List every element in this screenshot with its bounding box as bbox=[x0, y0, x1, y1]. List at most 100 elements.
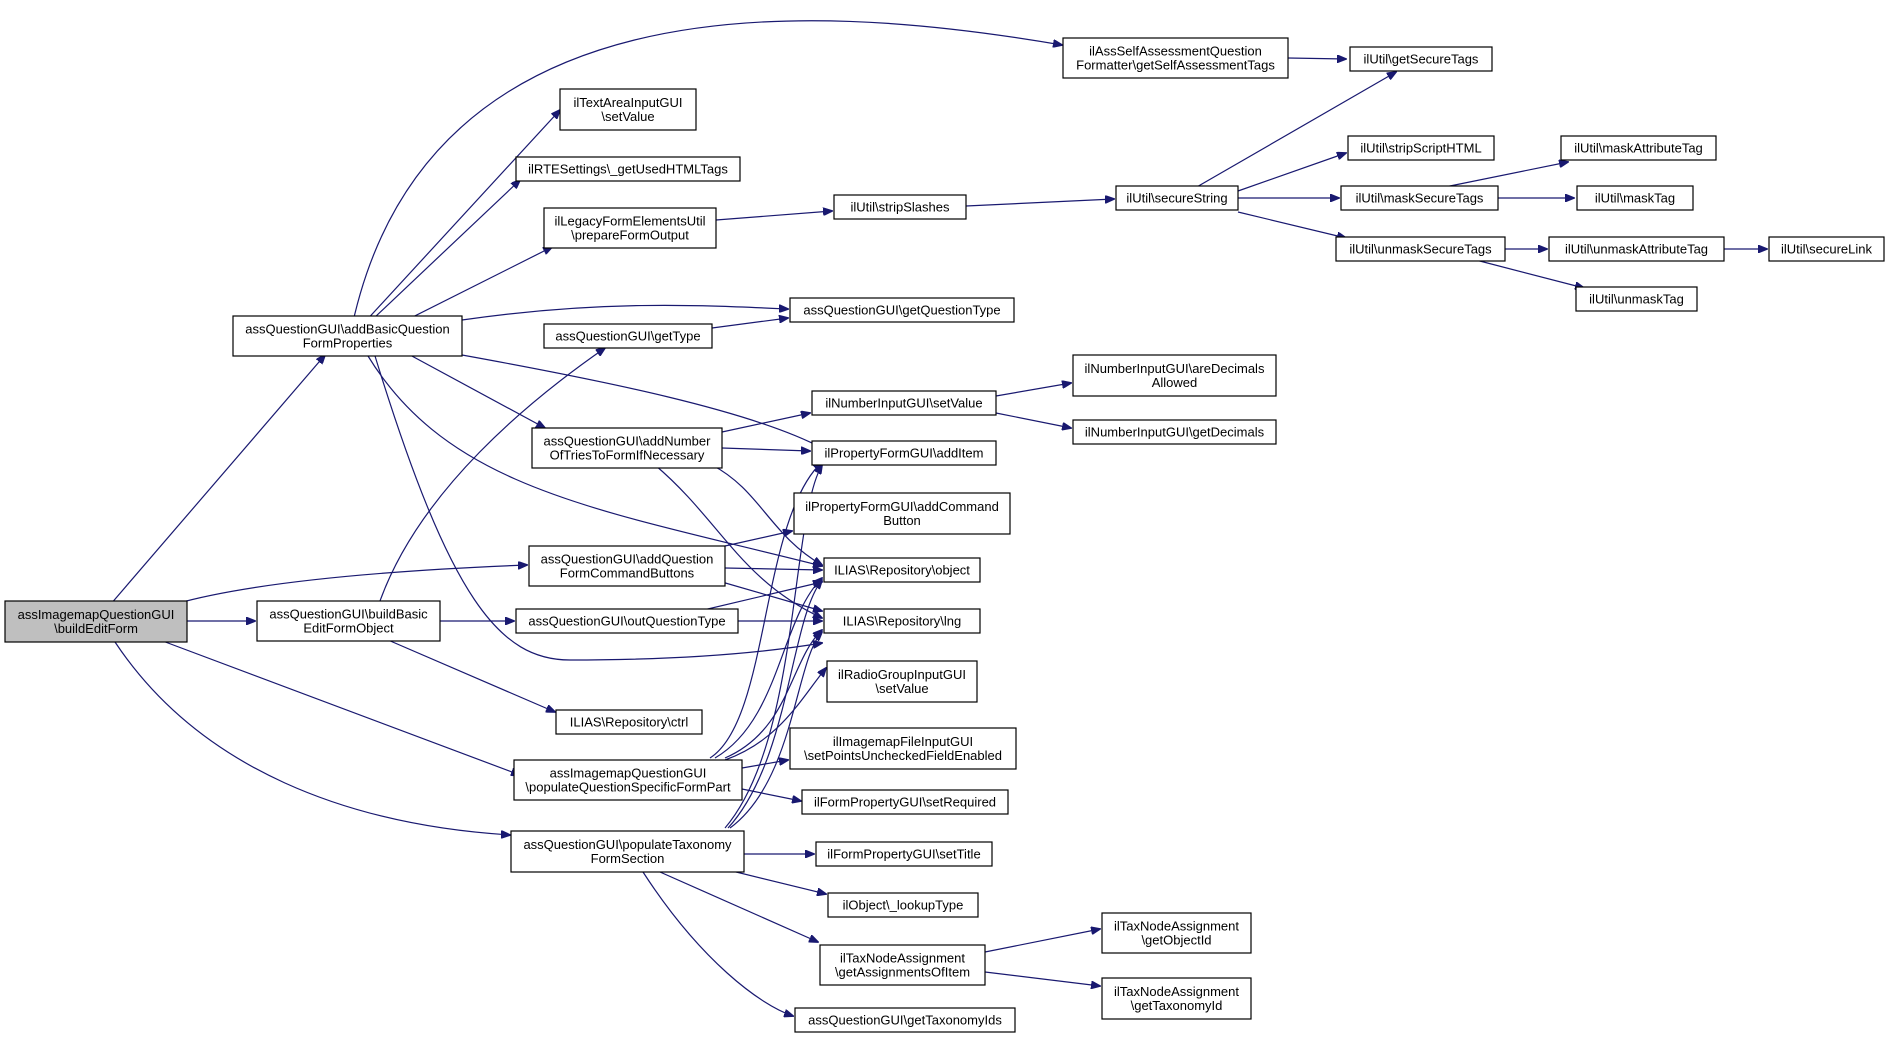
node-box bbox=[1560, 135, 1717, 161]
node-label: assQuestionGUI\getType bbox=[555, 329, 700, 344]
node-label: assQuestionGUI\getTaxonomyIds bbox=[808, 1013, 1002, 1028]
node-box bbox=[815, 841, 993, 867]
edge-secureString-getSecureTags bbox=[1194, 72, 1396, 189]
node-box bbox=[256, 600, 441, 642]
node-getTaxIds[interactable]: assQuestionGUI\getTaxonomyIds bbox=[794, 1007, 1016, 1033]
node-getQType[interactable]: assQuestionGUI\getQuestionType bbox=[789, 297, 1015, 323]
node-unmaskSecure[interactable]: ilUtil\unmaskSecureTags bbox=[1335, 236, 1506, 262]
edge-popSpec-radio bbox=[724, 668, 826, 761]
node-label: assQuestionGUI\outQuestionType bbox=[528, 614, 725, 629]
node-box bbox=[543, 323, 713, 349]
node-label: ilNumberInputGUI\areDecimals bbox=[1085, 361, 1265, 376]
node-label: assQuestionGUI\addBasicQuestion bbox=[245, 322, 450, 337]
node-getObjectId[interactable]: ilTaxNodeAssignment\getObjectId bbox=[1101, 912, 1252, 954]
node-getAssign[interactable]: ilTaxNodeAssignment\getAssignmentsOfItem bbox=[819, 944, 986, 986]
node-label: ilUtil\secureLink bbox=[1781, 242, 1873, 257]
node-stripSlashes[interactable]: ilUtil\stripSlashes bbox=[833, 194, 967, 220]
edge-addBasic-lng bbox=[374, 355, 822, 661]
node-label: ilUtil\maskSecureTags bbox=[1356, 191, 1484, 206]
node-maskTag[interactable]: ilUtil\maskTag bbox=[1576, 185, 1694, 211]
node-label: assQuestionGUI\buildBasic bbox=[269, 607, 428, 622]
node-selfAssess[interactable]: ilAssSelfAssessmentQuestionFormatter\get… bbox=[1062, 37, 1289, 79]
edge-popSpec-addItem bbox=[709, 462, 822, 759]
node-label: Allowed bbox=[1152, 375, 1198, 390]
node-ctrl[interactable]: ILIAS\Repository\ctrl bbox=[555, 709, 703, 735]
node-label: ilObject\_lookupType bbox=[843, 898, 964, 913]
node-addQCmd[interactable]: assQuestionGUI\addQuestionFormCommandBut… bbox=[528, 545, 726, 587]
node-addNumber[interactable]: assQuestionGUI\addNumberOfTriesToFormIfN… bbox=[531, 427, 723, 469]
node-getSecureTags[interactable]: ilUtil\getSecureTags bbox=[1349, 46, 1493, 72]
node-box bbox=[555, 709, 703, 735]
node-box bbox=[531, 427, 723, 469]
node-rteSettings[interactable]: ilRTESettings\_getUsedHTMLTags bbox=[515, 156, 741, 182]
edge-numSetValue-getDecimals bbox=[995, 412, 1071, 428]
node-populateTax[interactable]: assQuestionGUI\populateTaxonomyFormSecti… bbox=[510, 830, 745, 873]
node-label: ilTaxNodeAssignment bbox=[840, 951, 965, 966]
edge-outQType-object bbox=[694, 582, 822, 613]
node-box bbox=[513, 759, 743, 801]
node-box bbox=[1335, 236, 1506, 262]
node-secureString[interactable]: ilUtil\secureString bbox=[1115, 185, 1239, 211]
edge-popSpec-object bbox=[714, 578, 822, 759]
node-label: ilPropertyFormGUI\addItem bbox=[825, 446, 984, 461]
node-populateSpecific[interactable]: assImagemapQuestionGUI\populateQuestionS… bbox=[513, 759, 743, 801]
node-radio[interactable]: ilRadioGroupInputGUI\setValue bbox=[826, 660, 978, 703]
node-getType[interactable]: assQuestionGUI\getType bbox=[543, 323, 713, 349]
node-label: ILIAS\Repository\object bbox=[834, 563, 970, 578]
node-label: Button bbox=[883, 513, 921, 528]
node-setTitle[interactable]: ilFormPropertyGUI\setTitle bbox=[815, 841, 993, 867]
edge-popTax-lng bbox=[729, 632, 822, 829]
node-stripScript[interactable]: ilUtil\stripScriptHTML bbox=[1347, 135, 1495, 161]
node-lookupType[interactable]: ilObject\_lookupType bbox=[827, 892, 979, 918]
node-getTaxonomyId[interactable]: ilTaxNodeAssignment\getTaxonomyId bbox=[1101, 977, 1252, 1020]
node-maskAttr[interactable]: ilUtil\maskAttributeTag bbox=[1560, 135, 1717, 161]
node-unmaskAttr[interactable]: ilUtil\unmaskAttributeTag bbox=[1548, 236, 1725, 262]
edge-addNumber-numSetValue bbox=[721, 413, 810, 433]
edge-popTax-lookupType bbox=[727, 869, 826, 894]
node-box bbox=[794, 1007, 1016, 1033]
node-addItem[interactable]: ilPropertyFormGUI\addItem bbox=[811, 440, 997, 466]
edge-root-populateTax bbox=[114, 641, 510, 835]
node-box bbox=[515, 608, 739, 634]
edge-getType-getQType bbox=[711, 318, 788, 329]
node-unmaskTag[interactable]: ilUtil\unmaskTag bbox=[1575, 286, 1698, 312]
node-label: \getTaxonomyId bbox=[1131, 998, 1223, 1013]
node-numSetValue[interactable]: ilNumberInputGUI\setValue bbox=[811, 390, 997, 416]
edge-unmaskSecure-unmaskTag bbox=[1471, 258, 1584, 288]
node-root[interactable]: assImagemapQuestionGUI\buildEditForm bbox=[4, 600, 188, 643]
node-box bbox=[515, 156, 741, 182]
node-label: ilNumberInputGUI\getDecimals bbox=[1085, 425, 1265, 440]
node-box bbox=[1062, 37, 1289, 79]
node-legacyForm[interactable]: ilLegacyFormElementsUtil\prepareFormOutp… bbox=[543, 207, 717, 249]
node-label: ilImagemapFileInputGUI bbox=[833, 734, 973, 749]
edge-addBasic-textArea bbox=[351, 110, 560, 337]
edge-root-addQCmd bbox=[174, 565, 527, 605]
node-getDecimals[interactable]: ilNumberInputGUI\getDecimals bbox=[1072, 419, 1277, 445]
node-imagemapFile[interactable]: ilImagemapFileInputGUI\setPointsUnchecke… bbox=[789, 727, 1017, 770]
node-box bbox=[789, 297, 1015, 323]
node-addBasic[interactable]: assQuestionGUI\addBasicQuestionFormPrope… bbox=[232, 315, 463, 357]
node-lng[interactable]: ILIAS\Repository\lng bbox=[823, 608, 981, 634]
node-box bbox=[1347, 135, 1495, 161]
node-secureLink[interactable]: ilUtil\secureLink bbox=[1768, 236, 1885, 262]
node-label: Formatter\getSelfAssessmentTags bbox=[1076, 58, 1275, 73]
edge-addBasic-addNumber bbox=[409, 354, 545, 428]
node-label: ILIAS\Repository\ctrl bbox=[570, 715, 689, 730]
node-textArea[interactable]: ilTextAreaInputGUI\setValue bbox=[559, 88, 697, 131]
node-maskSecure[interactable]: ilUtil\maskSecureTags bbox=[1340, 185, 1499, 211]
node-setRequired[interactable]: ilFormPropertyGUI\setRequired bbox=[801, 789, 1009, 815]
node-box bbox=[1072, 354, 1277, 397]
edge-popTax-object bbox=[727, 580, 822, 829]
node-box bbox=[827, 892, 979, 918]
node-label: ilTaxNodeAssignment bbox=[1114, 984, 1239, 999]
node-outQType[interactable]: assQuestionGUI\outQuestionType bbox=[515, 608, 739, 634]
edge-addNumber-object bbox=[711, 464, 822, 565]
node-label: OfTriesToFormIfNecessary bbox=[550, 448, 705, 463]
node-object[interactable]: ILIAS\Repository\object bbox=[823, 557, 981, 583]
node-box bbox=[232, 315, 463, 357]
node-box bbox=[1768, 236, 1885, 262]
